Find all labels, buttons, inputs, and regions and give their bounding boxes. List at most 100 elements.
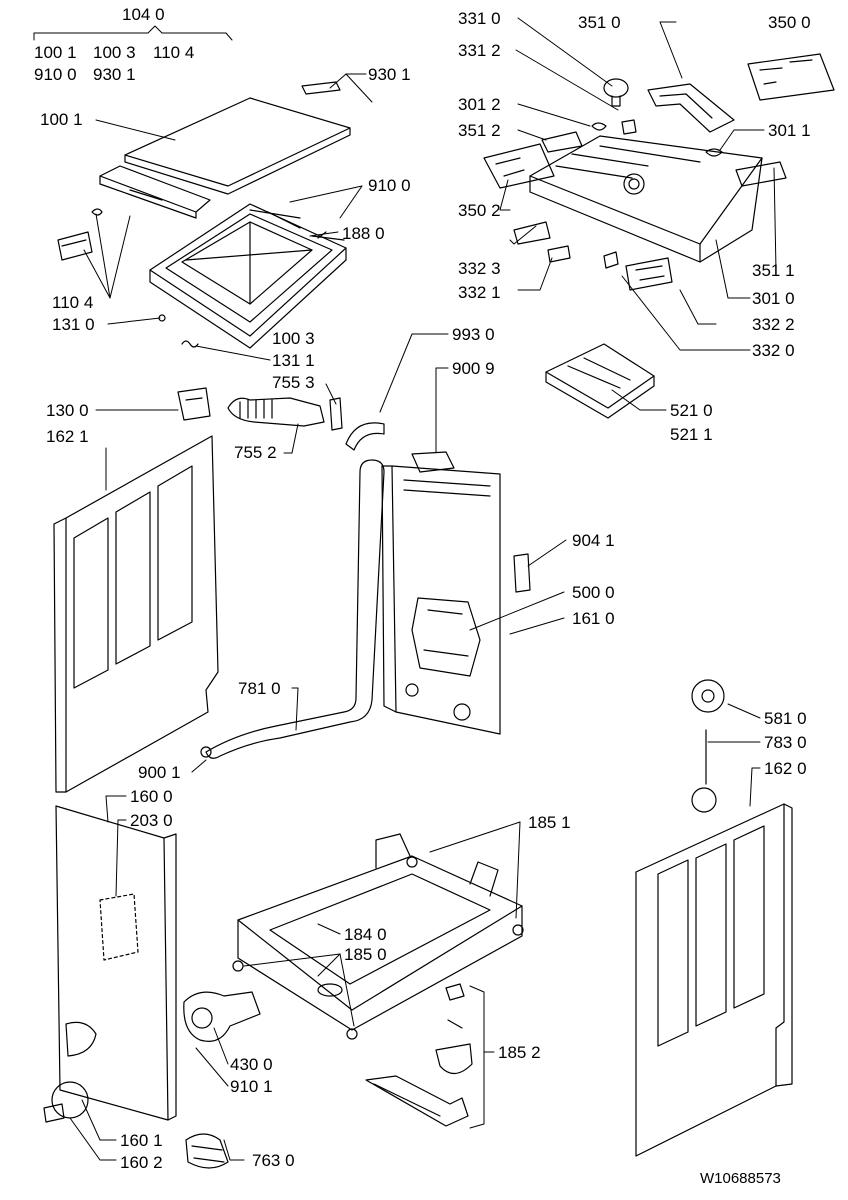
callout-332-2: 332 2	[752, 315, 795, 334]
dispenser-521	[545, 343, 655, 409]
back-panel-161	[391, 465, 501, 735]
callout-160-0: 160 0	[130, 787, 173, 806]
hose-clip-900-1	[200, 746, 212, 758]
callout-521-0: 521 0	[670, 401, 713, 420]
callout-184-0: 184 0	[344, 925, 387, 944]
callout-130-0: 130 0	[46, 401, 89, 420]
callout-910-1: 910 1	[230, 1077, 273, 1096]
drain-hose-781	[205, 459, 385, 759]
callout-332-3: 332 3	[458, 259, 501, 278]
leveling-part-185-2	[445, 983, 465, 1001]
bracket-351-0	[647, 83, 735, 133]
callout-100-1: 100 1	[34, 43, 77, 62]
callout-763-0: 763 0	[252, 1151, 295, 1170]
connector-351-2	[541, 131, 583, 153]
mini-strip	[301, 81, 341, 95]
callout-930-1: 930 1	[93, 65, 136, 84]
filter-door-160-1	[51, 1081, 89, 1119]
callout-930-1-right: 930 1	[368, 65, 411, 84]
callout-910-0-right: 910 0	[368, 176, 411, 195]
filter-763	[185, 1133, 229, 1169]
callout-900-1: 900 1	[138, 763, 181, 782]
callout-110-4-handle: 110 4	[52, 293, 94, 312]
lid-handle	[57, 231, 93, 261]
bellows-755	[227, 397, 325, 427]
callout-160-2: 160 2	[120, 1153, 163, 1172]
callout-755-2: 755 2	[234, 443, 277, 462]
callout-332-0: 332 0	[752, 341, 795, 360]
callout-351-1: 351 1	[752, 261, 795, 280]
base-assembly	[183, 833, 524, 1169]
knob-331-0	[603, 78, 629, 98]
console-body	[529, 135, 763, 263]
callout-581-0: 581 0	[764, 709, 807, 728]
hinge-160-2	[43, 1103, 65, 1123]
callout-301-2: 301 2	[458, 95, 501, 114]
callout-185-2: 185 2	[498, 1043, 541, 1062]
callout-131-1: 131 1	[272, 351, 315, 370]
callout-185-1: 185 1	[528, 813, 571, 832]
lid-assembly	[57, 81, 351, 349]
lid-hinge-trim	[99, 165, 211, 213]
callout-350-0: 350 0	[768, 13, 811, 32]
foot-185-0a	[232, 960, 244, 972]
knob-cap-331-2	[621, 119, 637, 135]
connector-351-1	[735, 161, 787, 187]
callout-185-0: 185 0	[344, 945, 387, 964]
callout-331-2: 331 2	[458, 41, 501, 60]
callout-104-0: 104 0	[122, 5, 165, 24]
callout-100-3-frame: 100 3	[272, 329, 315, 348]
small-spring	[181, 340, 199, 348]
callout-160-1: 160 1	[120, 1131, 163, 1150]
callout-100-1-lid: 100 1	[40, 110, 83, 129]
button-301-2	[591, 122, 607, 131]
drawing-code: W10688573	[700, 1170, 781, 1187]
callout-351-0: 351 0	[578, 13, 621, 32]
side-panel-162-0	[635, 679, 793, 1157]
front-panel-160	[43, 805, 177, 1123]
valve-900-9	[411, 451, 455, 473]
callout-110-4: 110 4	[153, 43, 195, 62]
clip-332-1	[547, 245, 571, 263]
pcb-350-0	[747, 53, 835, 101]
callout-331-0: 331 0	[458, 9, 501, 28]
side-panel-162-1	[53, 435, 219, 793]
callout-162-1: 162 1	[46, 427, 89, 446]
callout-162-0: 162 0	[764, 759, 807, 778]
callout-301-0: 301 0	[752, 289, 795, 308]
callout-910-0: 910 0	[34, 65, 77, 84]
latch-screw	[158, 314, 166, 322]
pressure-switch-130	[177, 387, 211, 421]
callout-781-0: 781 0	[238, 679, 281, 698]
callout-783-0: 783 0	[764, 733, 807, 752]
inlet-904-1	[513, 553, 531, 593]
callout-332-1: 332 1	[458, 283, 501, 302]
callout-904-1: 904 1	[572, 531, 615, 550]
elbow-993	[345, 422, 385, 451]
callout-131-0: 131 0	[52, 315, 95, 334]
insulation-203	[99, 893, 139, 961]
clip-332-2	[625, 257, 673, 291]
pcb-350-2	[483, 143, 555, 189]
clip-332-3	[513, 221, 551, 245]
callout-350-2: 350 2	[458, 201, 501, 220]
middle-assembly	[177, 387, 531, 759]
foot-185-0b	[346, 1028, 358, 1040]
callout-755-3: 755 3	[272, 373, 315, 392]
clamp-755-3	[329, 397, 343, 431]
button-301-1	[705, 148, 723, 157]
cap-783	[691, 787, 717, 813]
control-panel-assembly	[483, 53, 835, 419]
frame-rod	[249, 209, 301, 219]
callout-430-0: 430 0	[230, 1055, 273, 1074]
clip-332-0	[603, 251, 619, 269]
callout-900-9: 900 9	[452, 359, 495, 378]
pump-430	[183, 991, 261, 1042]
callout-100-3: 100 3	[93, 43, 136, 62]
callout-351-2: 351 2	[458, 121, 501, 140]
callout-301-1: 301 1	[768, 121, 811, 140]
program-dial-seat	[623, 173, 645, 195]
hinge-spring	[91, 208, 103, 216]
callout-500-0: 500 0	[572, 583, 615, 602]
foot-185-1a	[406, 856, 418, 868]
